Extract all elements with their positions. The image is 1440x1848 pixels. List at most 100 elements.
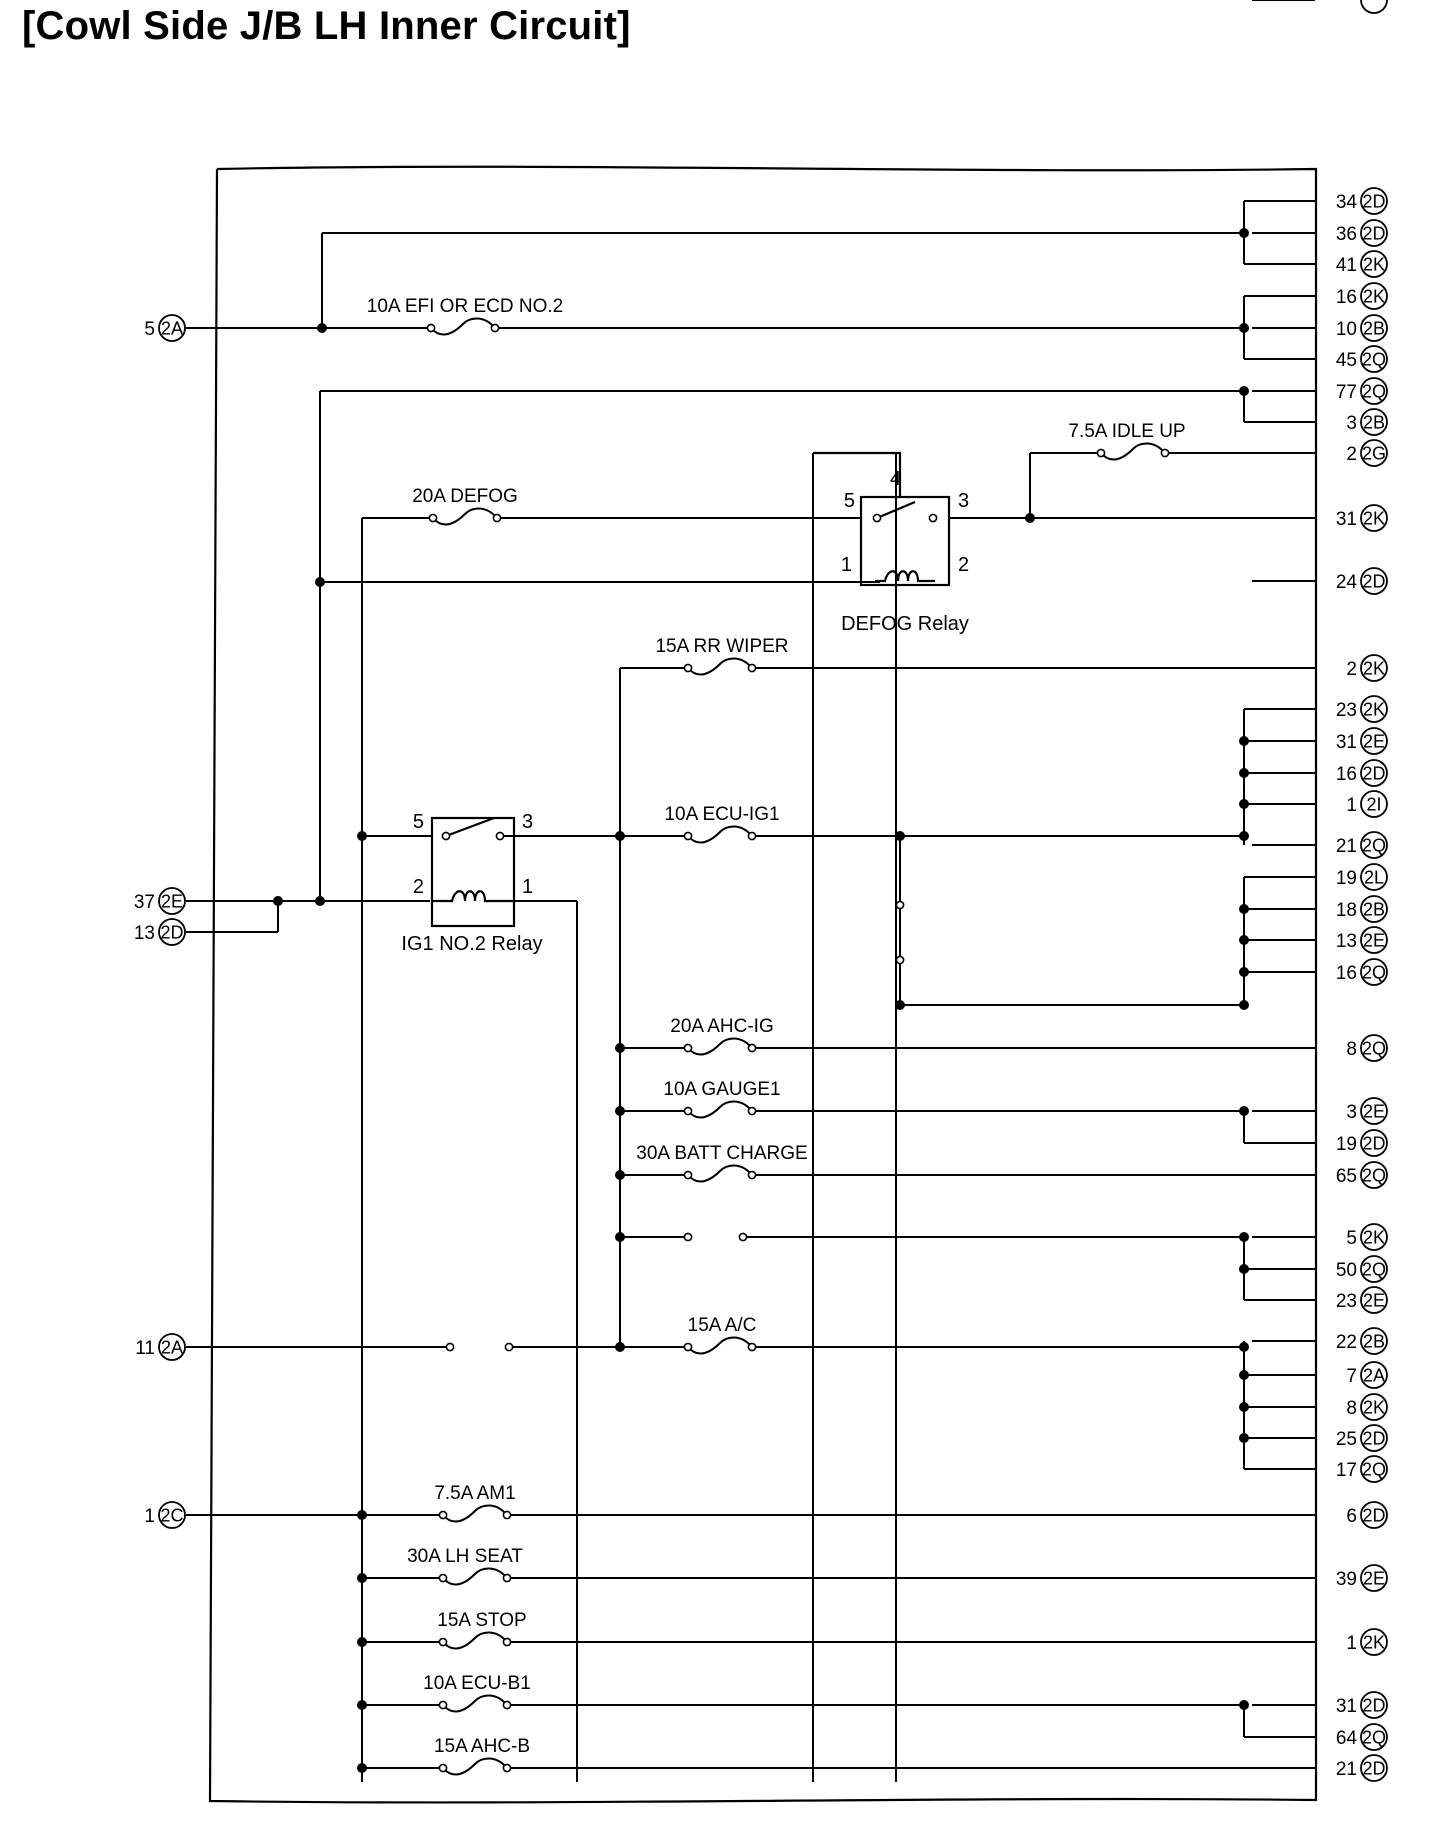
- fuse-terminal: [1160, 448, 1170, 458]
- connector-id: 2C: [160, 1506, 183, 1526]
- junction-dot: [1239, 935, 1249, 945]
- relay-switch-arm: [445, 816, 495, 838]
- relay-pin-number: 5: [844, 490, 855, 512]
- connector-badge: [1360, 831, 1388, 859]
- connector-id: 2K: [1363, 1228, 1385, 1248]
- fuse-terminal: [438, 1637, 448, 1647]
- junction-dot: [317, 323, 327, 333]
- pin-number: 1: [1346, 1633, 1357, 1654]
- connector-badge: [1360, 1361, 1388, 1389]
- pin-number: 32: [1336, 0, 1357, 5]
- pin-number: 16: [1336, 764, 1357, 785]
- connector-badge: [1360, 345, 1388, 373]
- fuse-label: 20A AHC-IG: [670, 1016, 774, 1037]
- connector-badge: [1360, 377, 1388, 405]
- junction-dot: [315, 896, 325, 906]
- junction-dot: [1239, 831, 1249, 841]
- connector-badge: [1360, 1501, 1388, 1529]
- fuse-terminal: [1096, 448, 1106, 458]
- connector-id: 2D: [160, 923, 183, 943]
- pin-number: 23: [1336, 1291, 1357, 1312]
- pin-number: 6: [1346, 1506, 1357, 1527]
- defog-relay-box: [859, 495, 951, 587]
- fuse-terminal: [438, 1700, 448, 1710]
- fuse-label: 7.5A AM1: [434, 1483, 515, 1504]
- connector-badge: [1360, 504, 1388, 532]
- open-contact: [504, 1342, 514, 1352]
- pin-number: 31: [1336, 1696, 1357, 1717]
- junction-dot: [357, 1637, 367, 1647]
- connector-badge: [1360, 1129, 1388, 1157]
- junction-dot: [357, 1700, 367, 1710]
- fuse-label: 15A A/C: [688, 1315, 757, 1336]
- connector-id: 2B: [1363, 413, 1385, 433]
- junction-dot: [1239, 1700, 1249, 1710]
- fuse-label: 10A GAUGE1: [663, 1079, 780, 1100]
- connector-id: 2Q: [1362, 382, 1386, 402]
- pin-number: 1: [1346, 795, 1357, 816]
- relay-pin-number: 2: [413, 876, 424, 898]
- connector-badge: [158, 918, 186, 946]
- relay-switch-arm: [876, 500, 916, 520]
- page-title: [Cowl Side J/B LH Inner Circuit]: [22, 4, 631, 48]
- pin-number: 24: [1336, 572, 1358, 593]
- connector-id: 2Q: [1362, 1460, 1386, 1480]
- fuse-terminal: [438, 1510, 448, 1520]
- relay-pin-number: 4: [890, 468, 901, 490]
- pin-number: 7: [1346, 1366, 1357, 1387]
- junction-dot: [1239, 1433, 1249, 1443]
- connector-id: 2E: [1363, 1569, 1385, 1589]
- junction-dot: [1239, 323, 1249, 333]
- connector-badge: [1360, 1723, 1388, 1751]
- relay-pin-number: 3: [522, 811, 533, 833]
- junction-block-outline: [208, 165, 1318, 1804]
- connector-badge: [1360, 1097, 1388, 1125]
- connector-badge: [158, 314, 186, 342]
- connector-badge: [1360, 1393, 1388, 1421]
- relay-wire: [813, 451, 902, 497]
- pin-number: 31: [1336, 732, 1357, 753]
- fuse-terminal: [438, 1763, 448, 1773]
- connector-id: 2E: [161, 892, 183, 912]
- connector-badge: [1360, 1255, 1388, 1283]
- connector-id: 2K: [1363, 255, 1385, 275]
- pin-number: 5: [1346, 1228, 1357, 1249]
- pin-number: 18: [1336, 900, 1357, 921]
- connector-id: 2K: [1363, 1398, 1385, 1418]
- relay-pin-number: 3: [958, 490, 969, 512]
- connector-badge: [1360, 408, 1388, 436]
- connector-badge: [1360, 567, 1388, 595]
- connector-badge: [1360, 1223, 1388, 1251]
- pin-number: 19: [1336, 868, 1357, 889]
- pin-number: 21: [1336, 836, 1357, 857]
- fuse-label: 10A EFI OR ECD NO.2: [367, 296, 563, 317]
- junction-dot: [615, 831, 625, 841]
- connector-badge: [1360, 250, 1388, 278]
- fuse-symbol: [442, 1694, 508, 1713]
- junction-dot: [895, 831, 905, 841]
- junction-dot: [357, 1510, 367, 1520]
- fuse-terminal: [438, 1573, 448, 1583]
- fuse-terminal: [747, 1170, 757, 1180]
- connector-badge: [1360, 926, 1388, 954]
- connector-badge: [158, 1333, 186, 1361]
- connector-id: 2Q: [1362, 1728, 1386, 1748]
- connector-id: 2K: [1363, 1633, 1385, 1653]
- pin-number: 19: [1336, 1134, 1357, 1155]
- fuse-symbol: [442, 1567, 508, 1586]
- pin-number: 16: [1336, 963, 1357, 984]
- connector-id: 2D: [1362, 1759, 1385, 1779]
- junction-dot: [357, 1573, 367, 1583]
- connector-id: 2A: [1363, 1366, 1385, 1386]
- junction-dot: [1239, 228, 1249, 238]
- connector-badge: [1360, 958, 1388, 986]
- connector-id: 2D: [1362, 1134, 1385, 1154]
- fuse-terminal: [502, 1763, 512, 1773]
- fuse-symbol: [442, 1631, 508, 1650]
- fuse-terminal: [683, 663, 693, 673]
- junction-dot: [1239, 1264, 1249, 1274]
- fuse-label: 20A DEFOG: [412, 486, 518, 507]
- connector-id: 2K: [1363, 287, 1385, 307]
- pin-number: 34: [1336, 192, 1358, 213]
- junction-dot: [615, 1342, 625, 1352]
